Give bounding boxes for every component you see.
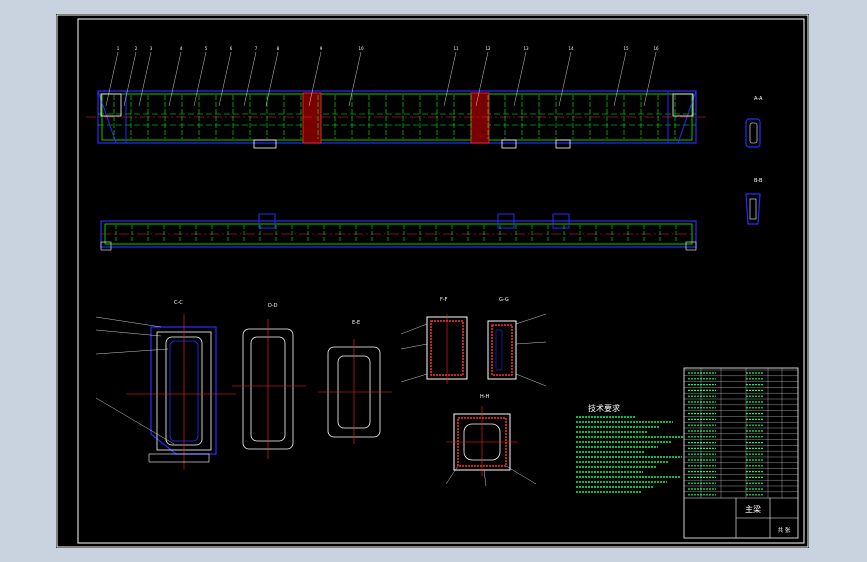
inner-border xyxy=(77,18,805,544)
section-label-g: G-G xyxy=(499,297,509,303)
leader-line xyxy=(265,51,279,107)
leader-line xyxy=(168,51,182,107)
plan-stiffeners xyxy=(115,225,677,243)
section-label-b: B-B xyxy=(754,178,763,184)
callout-number: 15 xyxy=(623,46,629,51)
section-box-3: H-H xyxy=(445,394,537,487)
callout-number: 4 xyxy=(180,46,183,51)
outer-border xyxy=(56,14,809,548)
callout-number: 14 xyxy=(568,46,574,51)
main-girder-elevation xyxy=(86,90,706,149)
main-girder-plan xyxy=(100,213,697,251)
section-middle-2: E-E xyxy=(318,320,392,444)
section-box-2: G-G xyxy=(487,297,547,387)
leader-line xyxy=(558,51,572,107)
leader-line xyxy=(513,51,527,107)
section-middle-1: D-D xyxy=(232,303,306,459)
callout-number: 3 xyxy=(150,46,153,51)
leader-line xyxy=(308,51,322,107)
leader-line xyxy=(348,51,362,107)
leader-line xyxy=(643,51,657,107)
leader-line xyxy=(105,51,119,107)
notes-heading: 技术要求 xyxy=(588,403,620,413)
leader-line xyxy=(613,51,627,107)
section-label-a: A-A xyxy=(754,96,763,102)
leader-line xyxy=(123,51,137,107)
callout-number: 9 xyxy=(320,46,323,51)
leader-line xyxy=(218,51,232,107)
title-block: 主梁 共 张 xyxy=(683,367,799,539)
callout-number: 11 xyxy=(453,46,459,51)
leader-line xyxy=(138,51,152,107)
section-label-e: E-E xyxy=(352,320,360,326)
leader-line xyxy=(193,51,207,107)
callout-number: 10 xyxy=(358,46,364,51)
section-large-left: C-C xyxy=(95,300,236,469)
leader-line xyxy=(243,51,257,107)
callout-number: 6 xyxy=(230,46,233,51)
callout-number: 16 xyxy=(653,46,659,51)
callout-number: 13 xyxy=(523,46,529,51)
callout-number: 7 xyxy=(255,46,258,51)
section-label-f: F-F xyxy=(440,297,448,303)
sheet-count: 共 张 xyxy=(778,526,791,534)
callout-number: 8 xyxy=(277,46,280,51)
technical-notes: 技术要求 xyxy=(576,403,684,493)
section-detail-top-right: A-A B-B xyxy=(745,96,763,225)
elevation-stiffeners xyxy=(113,95,676,139)
callout-number: 12 xyxy=(485,46,491,51)
section-label-d: D-D xyxy=(268,303,278,309)
leader-line xyxy=(443,51,457,107)
leader-line xyxy=(475,51,489,107)
callout-number: 1 xyxy=(117,46,120,51)
section-label-c: C-C xyxy=(174,300,183,306)
drawing-title: 主梁 xyxy=(745,504,761,514)
callout-number: 5 xyxy=(205,46,208,51)
section-box-1: F-F xyxy=(400,297,468,384)
callout-number: 2 xyxy=(135,46,138,51)
section-label-h: H-H xyxy=(480,394,490,400)
